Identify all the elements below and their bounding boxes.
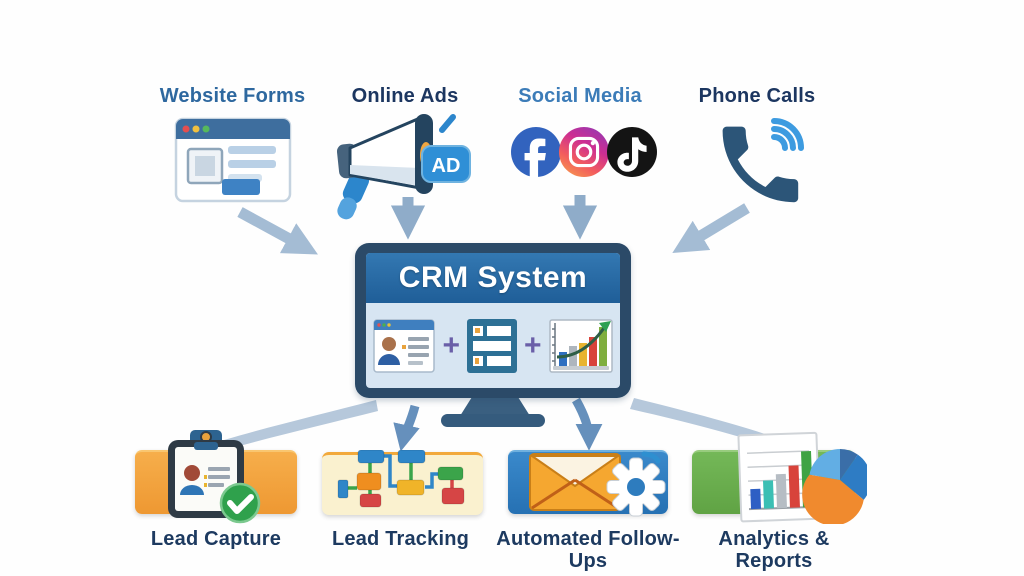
crm-screen: CRM System +: [366, 253, 620, 388]
lead-list-icon: [467, 318, 517, 373]
growth-chart-icon: [548, 318, 613, 373]
arrow-crm-to-lead-tracking: [393, 404, 420, 452]
output-label-lead-capture: Lead Capture: [150, 528, 282, 550]
signal-waves-icon: [771, 118, 804, 151]
plus-sign: +: [524, 328, 542, 362]
megaphone-ad-icon: AD: [336, 114, 471, 220]
source-label-phone-calls: Phone Calls: [698, 85, 816, 107]
crm-title: CRM System: [366, 253, 620, 303]
ad-badge-label: AD: [432, 155, 461, 177]
analytics-report-icon: [737, 431, 867, 524]
lead-capture-clipboard-icon: [168, 430, 261, 524]
megaphone-handle: [342, 171, 370, 204]
instagram-icon: [559, 127, 609, 177]
tiktok-icon: [607, 127, 657, 177]
monitor-stand-neck: [460, 396, 530, 416]
arrow-website-forms-to-crm: [237, 207, 318, 255]
crm-monitor: CRM System +: [355, 243, 631, 398]
browser-form-icon: [174, 117, 292, 203]
source-label-website-forms: Website Forms: [159, 85, 306, 107]
followups-envelope-gear-icon: [528, 451, 666, 517]
plus-sign: +: [442, 328, 460, 362]
gear-icon: [606, 457, 666, 517]
lead-tracking-flowchart-icon: [337, 450, 465, 508]
output-label-lead-tracking: Lead Tracking: [331, 528, 470, 550]
facebook-icon: [511, 127, 561, 177]
phone-icon: [722, 118, 804, 203]
social-media-icons: [511, 127, 657, 177]
crm-screen-icons: + +: [366, 303, 620, 388]
ad-badge: [421, 145, 471, 183]
source-label-online-ads: Online Ads: [351, 85, 459, 107]
output-label-analytics: Analytics & Reports: [718, 528, 830, 572]
check-circle-icon: [219, 482, 261, 524]
monitor-stand-base: [441, 414, 545, 427]
source-label-social-media: Social Media: [518, 85, 642, 107]
pie-chart-icon: [802, 449, 867, 524]
output-label-followups: Automated Follow-Ups: [496, 528, 680, 572]
contact-card-icon: [373, 318, 436, 373]
spark-accent: [439, 114, 456, 133]
arrow-crm-to-followups: [572, 397, 603, 451]
